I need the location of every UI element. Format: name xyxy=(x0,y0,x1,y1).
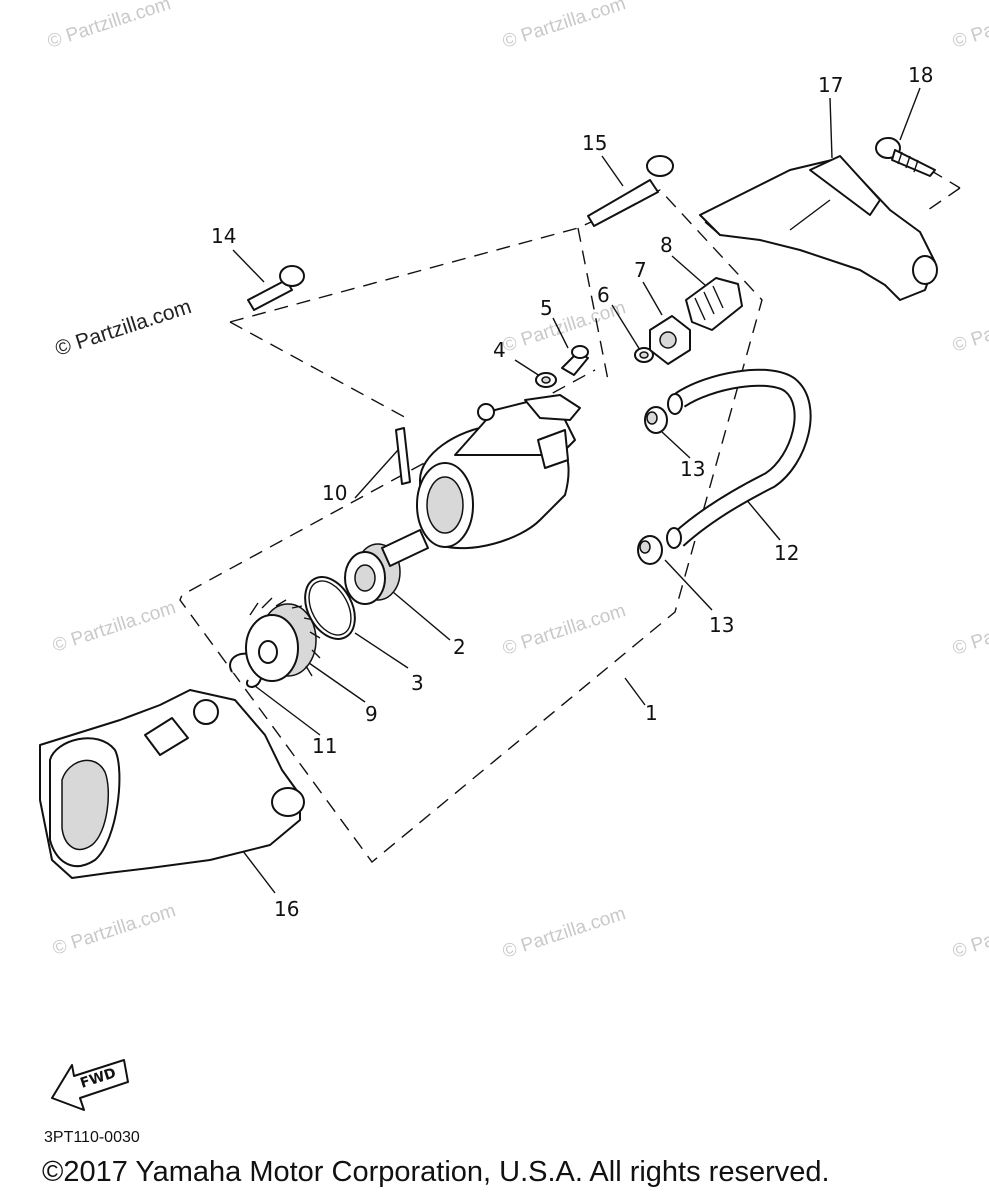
callout-4: 4 xyxy=(493,338,506,362)
bolt-parts xyxy=(247,155,674,311)
callout-15: 15 xyxy=(582,131,607,155)
watermark: © Partzilla.com xyxy=(45,0,173,53)
crankcase-cover-part xyxy=(39,689,305,879)
copyright-notice: ©2017 Yamaha Motor Corporation, U.S.A. A… xyxy=(42,1156,830,1188)
callout-2: 2 xyxy=(453,635,466,659)
assembly-boundary xyxy=(179,189,763,864)
watermark: © Partzilla.com xyxy=(950,0,989,53)
watermark: © Partzilla.com xyxy=(50,597,178,657)
bracket-part xyxy=(699,155,938,301)
watermark: © Partzilla.com xyxy=(950,297,989,357)
callout-18: 18 xyxy=(908,63,933,87)
o-ring-part xyxy=(304,576,356,640)
callout-16: 16 xyxy=(274,897,299,921)
watermark: © Partzilla.com xyxy=(950,600,989,660)
callout-12: 12 xyxy=(774,541,799,565)
hose-part xyxy=(666,368,812,549)
pin-part xyxy=(395,427,411,485)
callout-13-upper: 13 xyxy=(680,457,705,481)
callout-8: 8 xyxy=(660,233,673,257)
watermark: © Partzilla.com xyxy=(500,600,628,660)
watermark: © Partzilla.com xyxy=(500,0,628,53)
watermark: © Partzilla.com xyxy=(500,903,628,963)
drive-gear-part xyxy=(245,597,321,682)
hose-clamp-parts xyxy=(637,406,668,565)
screw-part xyxy=(875,137,936,177)
callout-17: 17 xyxy=(818,73,843,97)
callout-14: 14 xyxy=(211,224,236,248)
callout-1: 1 xyxy=(645,701,658,725)
callout-11: 11 xyxy=(312,734,337,758)
callout-labels: 1 2 3 4 5 6 7 8 9 10 11 12 13 13 14 15 1… xyxy=(211,63,933,921)
watermark: © Partzilla.com xyxy=(52,295,194,361)
watermark: © Partzilla.com xyxy=(950,903,989,963)
oil-pump-body xyxy=(381,394,581,567)
leader-lines xyxy=(229,87,961,894)
diagram-code: 3PT110-0030 xyxy=(44,1129,140,1146)
callout-6: 6 xyxy=(597,283,610,307)
small-parts xyxy=(535,277,743,388)
watermark: © Partzilla.com xyxy=(50,900,178,960)
callout-5: 5 xyxy=(540,296,553,320)
callout-9: 9 xyxy=(365,702,378,726)
callout-10: 10 xyxy=(322,481,347,505)
callout-13-lower: 13 xyxy=(709,613,734,637)
callout-3: 3 xyxy=(411,671,424,695)
callout-7: 7 xyxy=(634,258,647,282)
fwd-arrow-icon: FWD xyxy=(51,1059,129,1111)
